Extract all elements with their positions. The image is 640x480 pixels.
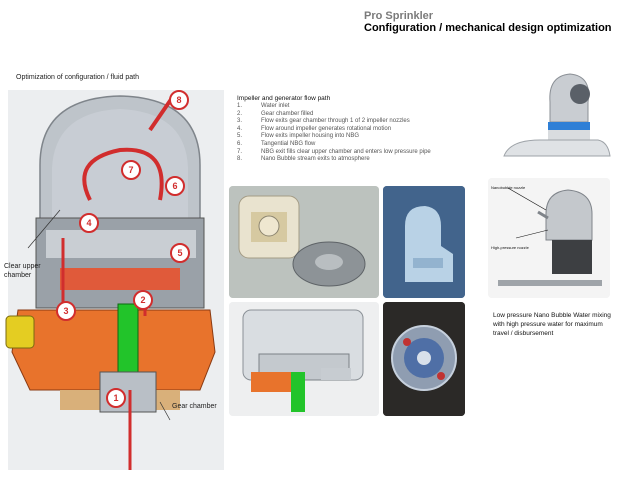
annotation-gear-chamber: Gear chamber <box>172 403 217 410</box>
flow-step: 8. Nano Bubble stream exits to atmosphere <box>237 156 453 164</box>
step-number: 2. <box>237 110 243 117</box>
sprinkler-cutaway-diagram <box>5 90 224 470</box>
step-number: 4. <box>237 125 243 132</box>
cutaway-render <box>229 302 379 416</box>
step-text: Flow exits impeller housing into NBG <box>261 133 360 140</box>
flow-path-title: Impeller and generator flow path <box>237 95 331 102</box>
flow-step: 4. Flow around impeller generates rotatio… <box>237 126 453 134</box>
marker-6: 6 <box>165 176 185 196</box>
flow-step: 7. NBG exit fills clear upper chamber and… <box>237 149 453 157</box>
section-label: Optimization of configuration / fluid pa… <box>16 74 139 81</box>
nanobubble-nozzle-label: Nanobubble nozzle <box>491 185 526 190</box>
caption-text: Low pressure Nano Bubble Water mixing wi… <box>493 312 611 337</box>
product-render <box>500 70 612 162</box>
flow-step: 5. Flow exits impeller housing into NBG <box>237 133 453 141</box>
step-number: 1. <box>237 103 243 109</box>
step-text: Water inlet <box>261 103 290 109</box>
step-text: Tangential NBG flow <box>261 140 316 147</box>
impeller-top-photo <box>383 302 465 416</box>
step-text: Flow around impeller generates rotationa… <box>261 125 392 132</box>
nozzle-section-diagram <box>488 178 610 298</box>
flow-step: 3. Flow exits gear chamber through 1 of 2… <box>237 118 453 126</box>
step-text: NBG exit fills clear upper chamber and e… <box>261 148 431 155</box>
step-text: Gear chamber filled <box>261 110 314 117</box>
marker-7: 7 <box>121 160 141 180</box>
step-number: 3. <box>237 118 243 125</box>
marker-1: 1 <box>106 388 126 408</box>
page-subtitle: Pro Sprinkler <box>364 10 434 22</box>
step-text: Nano Bubble stream exits to atmosphere <box>261 156 370 163</box>
marker-8: 8 <box>169 90 189 110</box>
step-number: 5. <box>237 133 243 140</box>
annotation-upper-chamber: Clear upper chamber <box>4 263 41 279</box>
step-number: 7. <box>237 148 243 155</box>
flow-step: 1. Water inlet <box>237 103 453 111</box>
marker-3: 3 <box>56 301 76 321</box>
step-number: 8. <box>237 156 243 163</box>
high-pressure-nozzle-label: High-pressure nozzle <box>491 245 529 250</box>
step-number: 6. <box>237 140 243 147</box>
marker-5: 5 <box>170 243 190 263</box>
marker-2: 2 <box>133 290 153 310</box>
impeller-parts-photo <box>229 186 379 298</box>
page-title: Configuration / mechanical design optimi… <box>364 22 612 34</box>
flow-step: 6. Tangential NBG flow <box>237 141 453 149</box>
prototype-photo <box>383 186 465 298</box>
step-text: Flow exits gear chamber through 1 of 2 i… <box>261 118 410 125</box>
flow-path-list: Impeller and generator flow path 1. Water… <box>237 95 453 164</box>
marker-4: 4 <box>79 213 99 233</box>
flow-step: 2. Gear chamber filled <box>237 111 453 119</box>
